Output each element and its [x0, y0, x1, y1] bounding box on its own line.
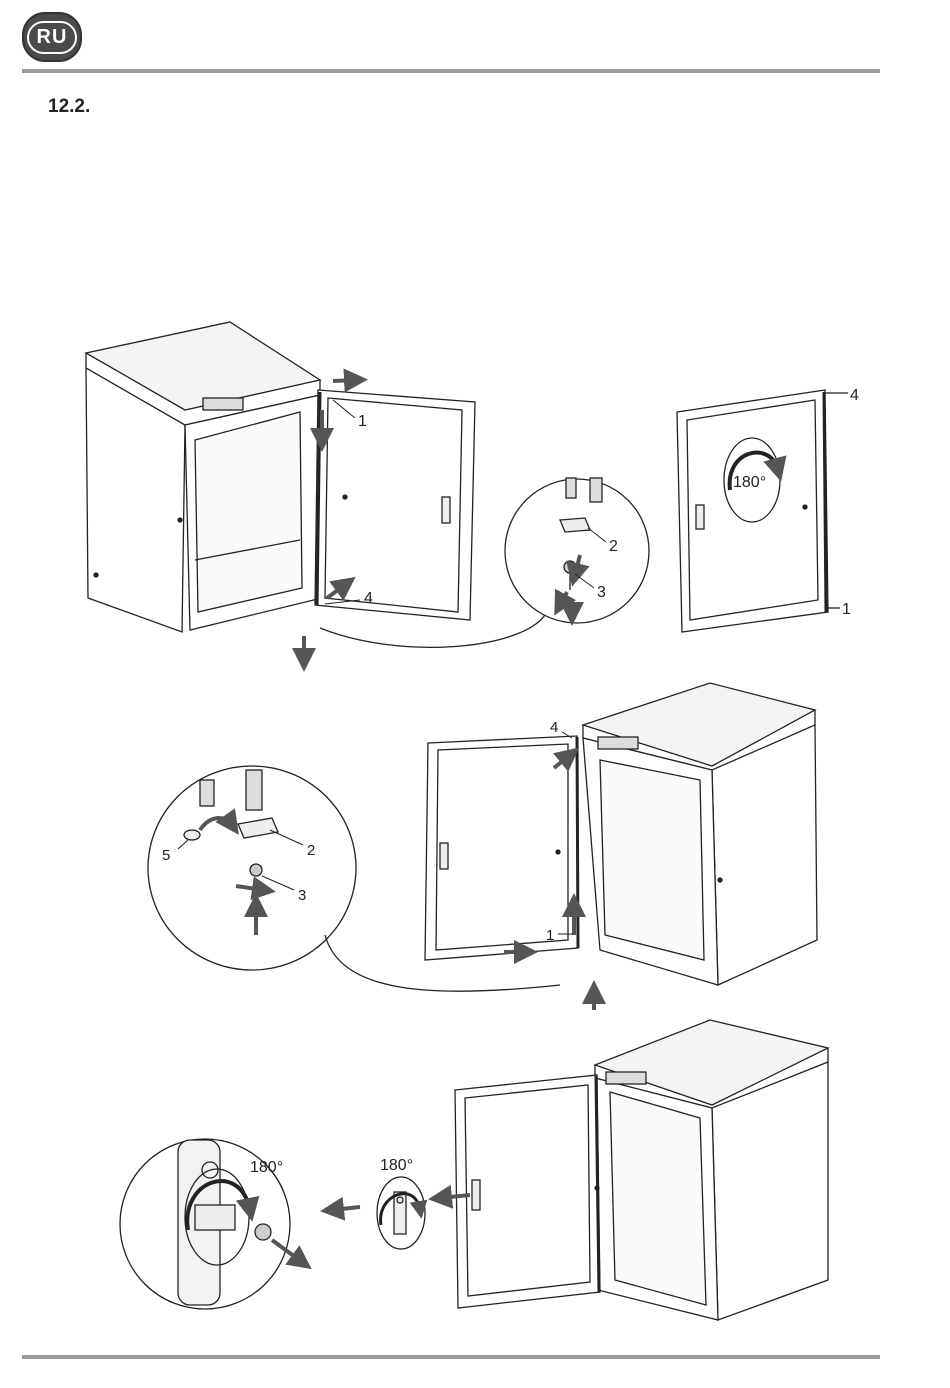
step2-callout-4: 4: [550, 719, 558, 736]
step2-door: [425, 736, 578, 960]
small-rotation-label: 180°: [380, 1157, 413, 1174]
callout-4-bottom: 4: [364, 590, 373, 607]
step2-callout-2: 2: [307, 842, 315, 859]
door-callout-4: 4: [850, 387, 859, 404]
callout-2: 2: [609, 538, 618, 555]
step3-arrows: [272, 1195, 470, 1262]
step1-cabinet: [86, 322, 322, 632]
step1-door: [315, 390, 475, 620]
callout-3: 3: [597, 584, 606, 601]
callout-1-top: 1: [358, 413, 367, 430]
step2-callout-1: 1: [546, 927, 554, 944]
door-callout-1: 1: [842, 601, 851, 618]
door-rotation-label: 180°: [733, 474, 766, 491]
step3-door: [455, 1075, 600, 1308]
large-rotation-label: 180°: [250, 1159, 283, 1176]
step2-cabinet: [583, 683, 817, 985]
step1-rotated-door: [677, 390, 848, 632]
step2-callout-3: 3: [298, 887, 306, 904]
footer-divider: [22, 1355, 880, 1359]
step2-callout-5: 5: [162, 847, 170, 864]
step3-cabinet: [595, 1020, 828, 1320]
step3-detail-small: [377, 1177, 425, 1249]
